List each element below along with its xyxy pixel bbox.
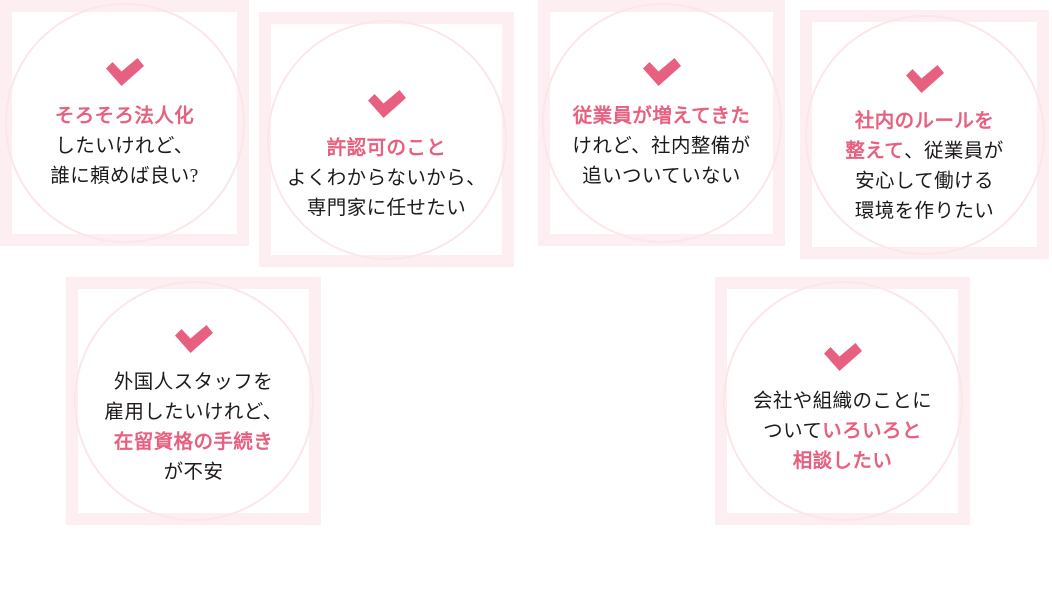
card-text-plain: 専門家に任せたい (306, 198, 467, 219)
concern-card[interactable]: 外国人スタッフを雇用したいけれど、在留資格の手続きが不安 (66, 277, 321, 525)
card-content: 社内のルールを整えて、従業員が安心して働ける環境を作りたい (812, 22, 1037, 247)
card-inner-surface: そろそろ法人化したいけれど、誰に頼めば良い? (4, 3, 245, 243)
card-content: 会社や組織のことについていろいろと相談したい (727, 289, 958, 513)
check-icon (103, 58, 147, 88)
card-text-line: 誰に頼めば良い? (50, 162, 198, 192)
check-icon (365, 90, 409, 120)
check-icon (172, 325, 216, 355)
card-text-plain: 追いついていない (582, 166, 741, 187)
card-text-line: が不安 (104, 458, 282, 488)
card-inner-surface: 許認可のことよくわからないから、専門家に任せたい (266, 19, 507, 260)
card-text-highlight: そろそろ法人化 (54, 106, 195, 127)
card-text-line: 追いついていない (572, 162, 750, 192)
card-text-plain: けれど、社内整備が (572, 136, 751, 157)
concern-card[interactable]: 社内のルールを整えて、従業員が安心して働ける環境を作りたい (800, 10, 1049, 259)
card-text-plain: 外国人スタッフを (113, 372, 274, 393)
card-inner-surface: 社内のルールを整えて、従業員が安心して働ける環境を作りたい (804, 14, 1045, 255)
concern-card[interactable]: 従業員が増えてきたけれど、社内整備が追いついていない (538, 0, 785, 246)
card-text-line: 従業員が増えてきた (572, 102, 750, 132)
card-text-highlight: 整えて (845, 141, 905, 162)
card-text-highlight: 相談したい (792, 451, 893, 472)
card-text-line: 雇用したいけれど、 (104, 398, 282, 428)
card-text-plain: ついて (763, 421, 823, 442)
card-text-highlight: いろいろと (822, 421, 922, 442)
card-text-highlight: 従業員が増えてきた (572, 106, 751, 127)
card-text-plain: 雇用したいけれど、 (104, 402, 283, 423)
card-inner-surface: 会社や組織のことについていろいろと相談したい (722, 281, 963, 521)
card-text: 社内のルールを整えて、従業員が安心して働ける環境を作りたい (837, 107, 1011, 227)
concern-card[interactable]: そろそろ法人化したいけれど、誰に頼めば良い? (0, 0, 249, 246)
card-text-line: 社内のルールを (845, 107, 1003, 137)
card-text-line: 在留資格の手続き (104, 428, 282, 458)
card-text: そろそろ法人化したいけれど、誰に頼めば良い? (42, 102, 206, 192)
check-icon (821, 343, 865, 373)
card-text-line: けれど、社内整備が (572, 132, 750, 162)
card-text-plain: 環境を作りたい (854, 201, 995, 222)
check-icon (640, 58, 684, 88)
card-text-plain: したいけれど、 (55, 136, 194, 157)
card-inner-surface: 従業員が増えてきたけれど、社内整備が追いついていない (541, 3, 782, 243)
card-inner-surface: 外国人スタッフを雇用したいけれど、在留資格の手続きが不安 (73, 281, 314, 521)
card-content: 許認可のことよくわからないから、専門家に任せたい (271, 24, 502, 255)
card-text-line: 整えて、従業員が (845, 137, 1003, 167)
card-text-line: 安心して働ける (845, 167, 1003, 197)
card-text: 従業員が増えてきたけれど、社内整備が追いついていない (564, 102, 758, 192)
card-text-highlight: 社内のルールを (854, 111, 995, 132)
card-text-line: 相談したい (753, 447, 932, 477)
card-text-line: そろそろ法人化 (50, 102, 198, 132)
card-text: 許認可のことよくわからないから、専門家に任せたい (279, 134, 494, 224)
card-text-line: 環境を作りたい (845, 197, 1003, 227)
card-text-line: 許認可のこと (287, 134, 486, 164)
card-text-line: 外国人スタッフを (104, 368, 282, 398)
card-text-line: 専門家に任せたい (287, 194, 486, 224)
card-content: そろそろ法人化したいけれど、誰に頼めば良い? (12, 12, 237, 234)
card-text-plain: 安心して働ける (855, 171, 994, 192)
card-text-line: したいけれど、 (50, 132, 198, 162)
card-text-line: ついていろいろと (753, 417, 932, 447)
card-text-plain: よくわからないから、 (286, 168, 486, 189)
concern-card[interactable]: 会社や組織のことについていろいろと相談したい (715, 277, 970, 525)
card-text: 会社や組織のことについていろいろと相談したい (745, 387, 940, 477)
card-text-highlight: 許認可のこと (326, 138, 447, 159)
card-text-highlight: 在留資格の手続き (113, 432, 274, 453)
card-text-plain: 誰に頼めば良い? (50, 166, 199, 187)
card-text-plain: が不安 (163, 462, 224, 483)
card-text-line: 会社や組織のことに (753, 387, 932, 417)
card-text-plain: 、従業員が (904, 141, 1004, 162)
card-text-plain: 会社や組織のことに (752, 391, 933, 412)
card-text: 外国人スタッフを雇用したいけれど、在留資格の手続きが不安 (96, 368, 290, 488)
card-content: 外国人スタッフを雇用したいけれど、在留資格の手続きが不安 (78, 289, 309, 513)
card-text-line: よくわからないから、 (287, 164, 486, 194)
check-icon (903, 65, 947, 95)
card-content: 従業員が増えてきたけれど、社内整備が追いついていない (550, 12, 773, 234)
concern-card[interactable]: 許認可のことよくわからないから、専門家に任せたい (259, 12, 514, 267)
